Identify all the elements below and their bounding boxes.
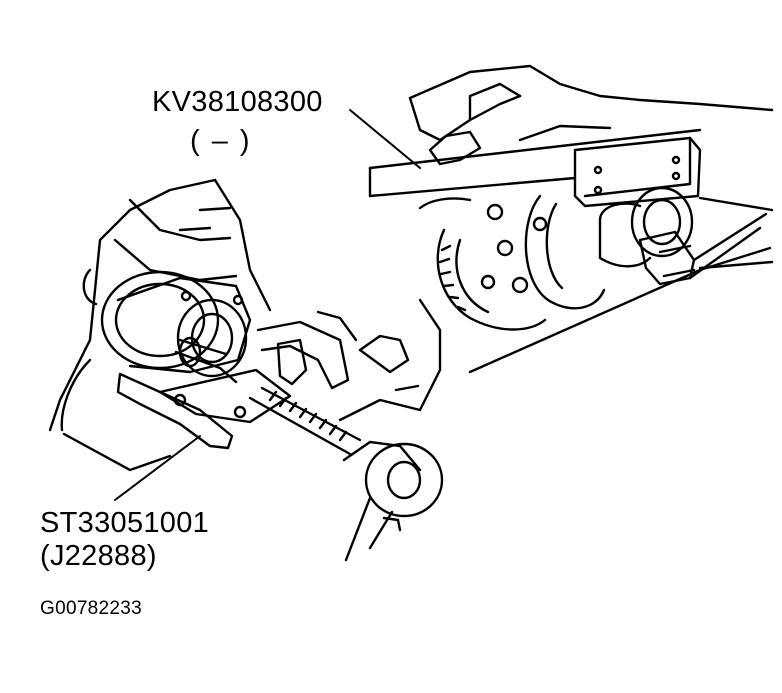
tool-alt-number-lower: (J22888)	[40, 540, 157, 572]
transmission-housing-right	[408, 64, 774, 374]
figure-id: G00782233	[40, 598, 143, 619]
tool-alt-number-upper: ( – )	[190, 125, 252, 157]
puller-st33051001	[114, 320, 444, 562]
tool-number-kv38108300: KV38108300	[152, 86, 323, 118]
puller-bar-kv38108300	[349, 109, 768, 286]
tool-number-st33051001: ST33051001	[40, 507, 210, 539]
bearing-and-hub	[100, 270, 252, 378]
transmission-housing-left	[48, 178, 442, 472]
